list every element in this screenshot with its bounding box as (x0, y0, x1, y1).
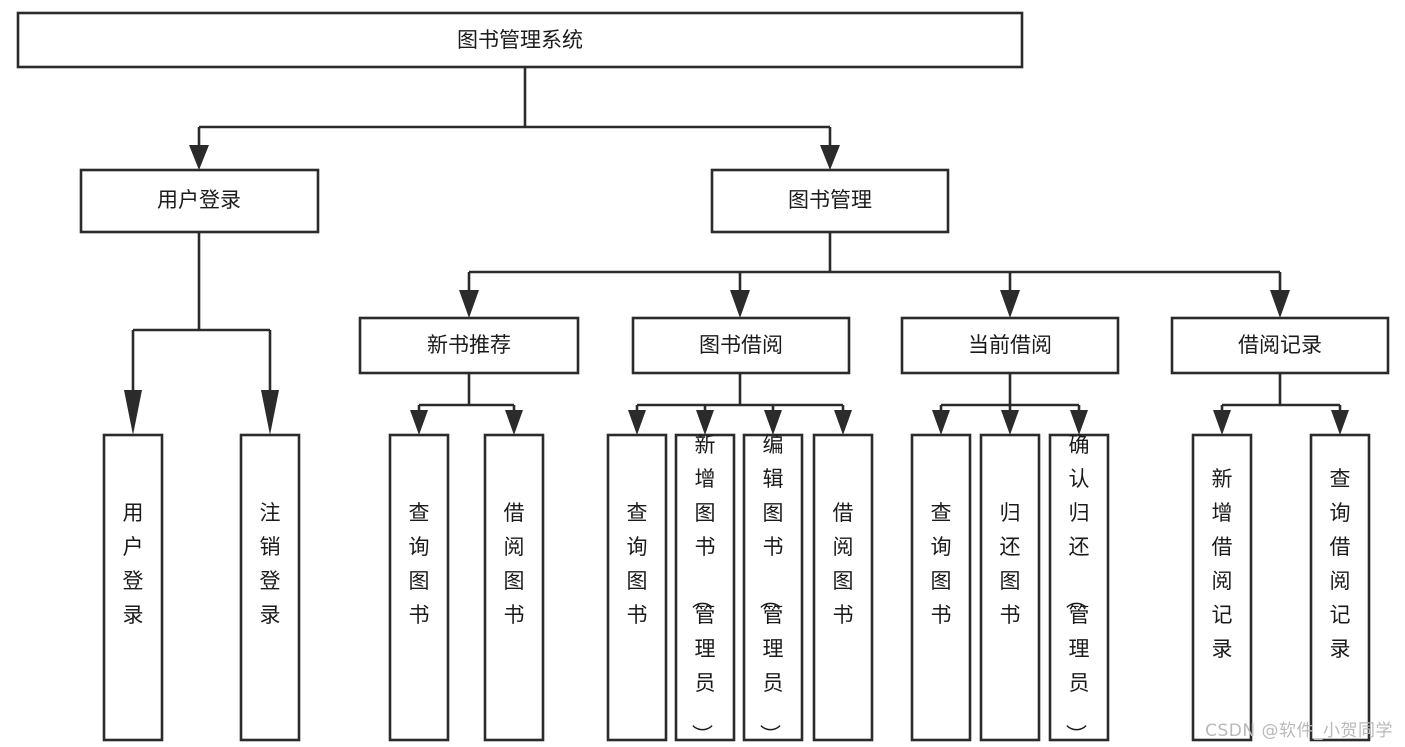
leaf-borrow-book-1-label: 借阅图书 (504, 501, 525, 627)
node-book-management[interactable]: 图书管理 (710, 168, 950, 234)
node-book-management-box[interactable] (710, 168, 950, 234)
arrowhead-leaf-user-logout (261, 390, 279, 435)
leaf-user-login-label: 用户登录 (123, 501, 144, 627)
node-user-login[interactable]: 用户登录 (79, 168, 320, 234)
arrowhead-leaf-query-book-1 (410, 410, 428, 435)
node-current-borrow[interactable]: 当前借阅 (900, 316, 1120, 375)
leaf-query-book-2-box[interactable] (606, 433, 668, 742)
node-borrow-record-label: 借阅记录 (1238, 333, 1322, 357)
leaf-add-record-box[interactable] (1191, 433, 1253, 742)
node-current-borrow-box[interactable] (900, 316, 1120, 375)
node-new-book-recommend[interactable]: 新书推荐 (358, 316, 580, 375)
leaf-edit-book-box[interactable] (742, 433, 804, 742)
node-book-borrow-box[interactable] (631, 316, 851, 375)
node-root[interactable]: 图书管理系统 (16, 11, 1024, 69)
node-new-book-recommend-box[interactable] (358, 316, 580, 375)
leaf-confirm-return-label: 确认归还（管理员） (1064, 433, 1090, 745)
leaf-borrow-book-1-box[interactable] (483, 433, 545, 742)
arrowhead-current-borrow (1000, 290, 1020, 318)
leaf-query-record-label: 查询借阅记录 (1330, 467, 1351, 661)
node-book-borrow-label: 图书借阅 (699, 333, 783, 357)
leaf-add-book-box[interactable] (674, 433, 736, 742)
leaf-return-book-box[interactable] (979, 433, 1041, 742)
leaf-add-record-label: 新增借阅记录 (1212, 467, 1233, 661)
node-user-login-label: 用户登录 (157, 188, 241, 212)
arrowhead-leaf-borrow-book-2 (834, 410, 852, 435)
leaf-return-book[interactable]: 归还图书 (979, 433, 1041, 742)
connector-layer (124, 67, 1349, 435)
leaf-borrow-book-2-label: 借阅图书 (833, 501, 854, 627)
leaf-borrow-book-1[interactable]: 借阅图书 (483, 433, 545, 742)
arrowhead-leaf-query-record (1331, 410, 1349, 435)
leaf-borrow-book-2[interactable]: 借阅图书 (812, 433, 874, 742)
leaf-query-book-3-box[interactable] (910, 433, 972, 742)
leaf-add-record[interactable]: 新增借阅记录 (1191, 433, 1253, 742)
leaf-borrow-book-2-box[interactable] (812, 433, 874, 742)
arrowhead-leaf-add-book (696, 410, 714, 435)
node-new-book-recommend-label: 新书推荐 (427, 333, 511, 357)
csdn-watermark: CSDN @软件_小贺同学 (1205, 721, 1393, 741)
arrowhead-book-management (820, 145, 840, 170)
arrowhead-leaf-return-book (1001, 410, 1019, 435)
leaf-query-record-box[interactable] (1309, 433, 1371, 742)
leaf-edit-book-label: 编辑图书（管理员） (758, 433, 784, 745)
leaf-confirm-return[interactable]: 确认归还（管理员） (1048, 433, 1110, 745)
leaf-query-book-3-label: 查询图书 (931, 501, 952, 627)
node-book-management-label: 图书管理 (788, 188, 872, 212)
leaf-user-logout-label: 注销登录 (260, 501, 281, 627)
node-user-login-box[interactable] (79, 168, 320, 234)
arrowhead-leaf-add-record (1213, 410, 1231, 435)
leaf-query-book-2[interactable]: 查询图书 (606, 433, 668, 742)
arrowhead-leaf-confirm-return (1070, 410, 1088, 435)
arrowhead-leaf-user-login (124, 390, 142, 435)
arrowhead-book-borrow (730, 290, 750, 318)
arrowhead-leaf-query-book-3 (932, 410, 950, 435)
node-book-borrow[interactable]: 图书借阅 (631, 316, 851, 375)
node-borrow-record[interactable]: 借阅记录 (1170, 316, 1390, 375)
node-borrow-record-box[interactable] (1170, 316, 1390, 375)
leaf-query-book-1-box[interactable] (388, 433, 450, 742)
arrowhead-borrow-record (1270, 290, 1290, 318)
arrowhead-leaf-edit-book (764, 410, 782, 435)
node-current-borrow-label: 当前借阅 (968, 333, 1052, 357)
node-root-label: 图书管理系统 (457, 28, 583, 52)
leaf-return-book-label: 归还图书 (1000, 501, 1021, 627)
leaf-query-book-3[interactable]: 查询图书 (910, 433, 972, 742)
leaf-user-logout-box[interactable] (239, 433, 301, 742)
arrowhead-new-book-recommend (459, 290, 479, 318)
leaf-confirm-return-box[interactable] (1048, 433, 1110, 742)
arrowhead-user-login (189, 145, 209, 170)
leaf-edit-book[interactable]: 编辑图书（管理员） (742, 433, 804, 745)
leaf-query-record[interactable]: 查询借阅记录 (1309, 433, 1371, 742)
leaf-query-book-2-label: 查询图书 (627, 501, 648, 627)
arrowhead-leaf-borrow-book-1 (505, 410, 523, 435)
leaf-user-login[interactable]: 用户登录 (102, 433, 164, 742)
leaf-query-book-1-label: 查询图书 (409, 501, 430, 627)
leaf-query-book-1[interactable]: 查询图书 (388, 433, 450, 742)
leaf-add-book-label: 新增图书（管理员） (690, 433, 716, 745)
node-root-box[interactable] (16, 11, 1024, 69)
leaf-user-login-box[interactable] (102, 433, 164, 742)
arrowhead-leaf-query-book-2 (628, 410, 646, 435)
leaf-user-logout[interactable]: 注销登录 (239, 433, 301, 742)
leaf-add-book[interactable]: 新增图书（管理员） (674, 433, 736, 745)
